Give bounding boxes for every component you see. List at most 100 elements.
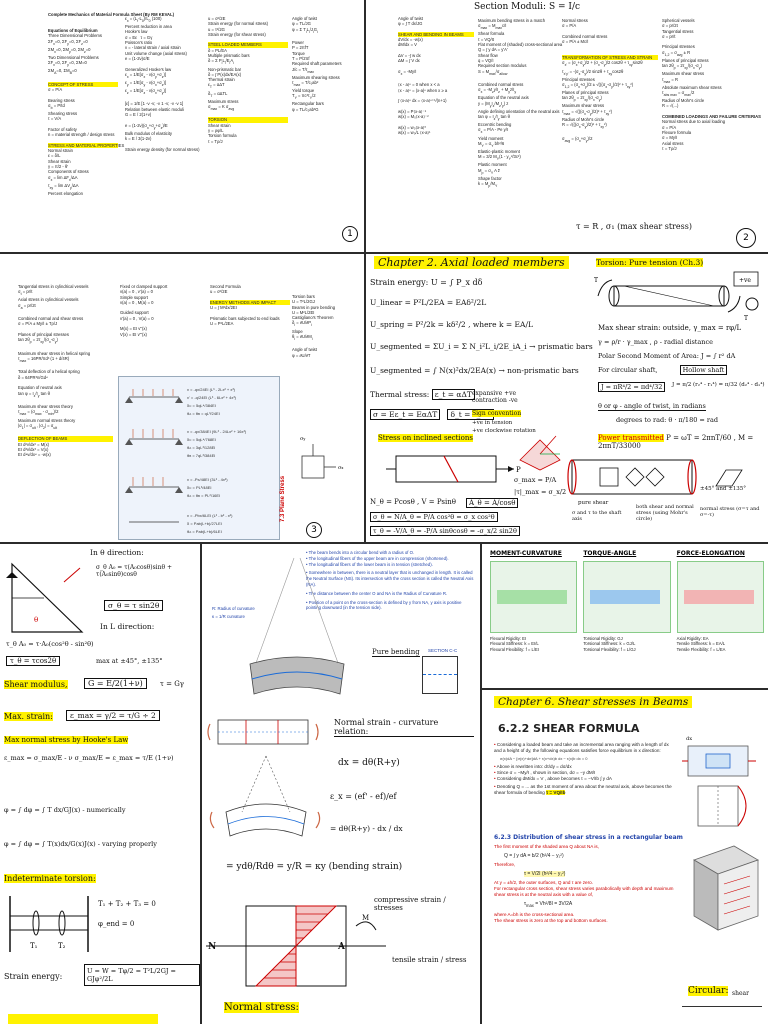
column-2: εx = (Lf-L0)/L0 (100) Percent reduction … bbox=[125, 16, 200, 152]
distribution-text: The first moment of the shaded area Q ab… bbox=[494, 844, 674, 923]
page-number-2: 2 bbox=[736, 228, 756, 248]
a-label: A bbox=[338, 942, 345, 952]
shear-label: shear bbox=[732, 990, 749, 997]
p3-column-2: Fixed or clamped support v(a) = 0 , v'(a… bbox=[120, 284, 168, 337]
l-eq-3: τ_θ A₀ = τ·A₀(cos²θ - sin²θ) bbox=[6, 640, 94, 648]
dx-eq: dx = dθ(R+y) bbox=[338, 758, 400, 768]
p3-column-4: Torsion bars U = T²L/2GJ Beams in pure b… bbox=[292, 294, 336, 358]
pure-shear-note: both shear and normal stress (using Mohr… bbox=[636, 504, 694, 522]
m-label: M bbox=[362, 914, 370, 922]
section-energy: ENERGY METHODS AND IMPACT bbox=[210, 299, 290, 306]
section-shear-bending: SHEAR AND BENDING IN BEAMS bbox=[398, 31, 474, 38]
sigma-theta-short: σ_θ = N/A_θ = P/A cos²θ = σ_x cos²θ bbox=[370, 512, 498, 522]
section-stress-material: STRESS AND MATERIAL PROPERTIES bbox=[48, 142, 125, 149]
section-c-label: SECTION C-C bbox=[428, 648, 458, 653]
g-eq: G = E/2(1+ν) bbox=[84, 678, 147, 689]
g-num: τ = Gγ bbox=[160, 680, 184, 688]
strain-energy-eq: U = W = Tφ/2 = T²L/2GJ = GJφ²/2L bbox=[84, 964, 200, 986]
max-at-note: max at ±45°, ±135° bbox=[96, 657, 163, 665]
sf-bullet-4: • Considering dM/dx = V , above becomes … bbox=[494, 776, 612, 781]
svg-text:+ve: +ve bbox=[739, 277, 751, 284]
section-deflection: DEFLECTION OF BEAMS bbox=[18, 436, 113, 442]
svg-text:δC = 5qL⁴/768EI: δC = 5qL⁴/768EI bbox=[187, 437, 216, 442]
plane-stress-element-sketch: σx σy bbox=[292, 426, 358, 506]
sign-convention-item-2: +ve clockwise rotation bbox=[472, 428, 536, 434]
normal-stress-note: normal stress (σ=τ and σ=-τ) bbox=[700, 506, 760, 518]
theta-direction-heading: In θ direction: bbox=[90, 548, 144, 557]
p3-column-1: Tangential stress in cylindrical vessels… bbox=[18, 284, 113, 457]
svg-text:T: T bbox=[744, 315, 748, 322]
bullet-3: • The longitudinal fibers of the lower b… bbox=[306, 561, 433, 567]
compressive-label: compressive strain / stresses bbox=[374, 896, 446, 912]
n-label: N bbox=[208, 942, 217, 952]
circular-shaft-label: For circular shaft, Hollow shaft bbox=[598, 365, 728, 375]
shear-formula-heading: 6.2.2 SHEAR FORMULA bbox=[498, 722, 640, 735]
svg-text:v = -Pbx/6LEI (L² - b² - x²): v = -Pbx/6LEI (L² - b² - x²) bbox=[187, 513, 233, 518]
section-c-rect bbox=[422, 656, 458, 694]
indeterminate-shaft-sketch: T₁ T₂ bbox=[9, 896, 89, 952]
shear-formula-bullets: • Considering a loaded beam and take an … bbox=[494, 742, 672, 795]
section-transformation: TRANSFORMATION OF STRESS AND STRAIN bbox=[562, 55, 658, 61]
highlight-strip bbox=[8, 1014, 158, 1024]
shear-element-sketch: dx bbox=[682, 736, 756, 777]
shaft-axis-note: σ and τ to the shaft axis bbox=[572, 510, 622, 522]
sf-bullet-5: • Denoting Q = ... as the 1st moment of … bbox=[494, 784, 672, 795]
sigma-max-eq: σ_max = P/A bbox=[514, 476, 557, 484]
tau-max-eq: |τ|_max = σ_x/2 bbox=[514, 488, 567, 496]
p2-column-2: Maximum bending stress in a match σmax =… bbox=[478, 18, 563, 188]
sign-convention-item-1: +ve in tension bbox=[472, 420, 513, 426]
svg-text:T₁: T₁ bbox=[30, 942, 38, 950]
beam-curvature-sketch bbox=[249, 557, 345, 695]
strain-eq: ε_x = (ef' - ef)/ef bbox=[330, 792, 397, 801]
l-eq-4: τ_θ = τcos2θ bbox=[6, 656, 61, 666]
deformed-beam-sketch bbox=[207, 719, 321, 837]
rigidity-columns: MOMENT-CURVATURE Flexural Rigidity: EI F… bbox=[490, 550, 764, 684]
section-torsion: TORSION bbox=[208, 117, 288, 123]
u-segmented-eq: U_segmented = ΣU_i = Σ N_i²L_i/2E_iA_i →… bbox=[370, 342, 593, 351]
tension-heading: Torsion: Pure tension (Ch.3) bbox=[596, 258, 704, 267]
bullet-4: • Somewhere in between, there is a neutr… bbox=[306, 570, 474, 587]
bending-strain-eq: = ydθ/Rdθ = y/R = κy (bending strain) bbox=[226, 862, 403, 872]
p2-column-1: Angle of twist φ = ∫ T dx/JG SHEAR AND B… bbox=[398, 16, 474, 135]
theta-eq-1: σ_θ A₀ = τ(A₀cosθ)sinθ + τ(A₀sinθ)cosθ bbox=[96, 564, 173, 578]
handwritten-pure-shear-notes: θ A₀cosθ In θ direction: σ_θ A₀ = τ(A₀co… bbox=[0, 544, 200, 1024]
thermal-eq-2: σ = Eε_t = EαΔT δ_t = ε_t L bbox=[370, 409, 494, 420]
inclined-section-sketch: P bbox=[386, 455, 521, 483]
j-hollow-eq: J = π/2 (r₂⁴ - r₁⁴) = π/32 (d₂⁴ - d₁⁴) bbox=[672, 382, 765, 388]
stress-inclined-heading: Stress on inclined sections bbox=[378, 434, 473, 442]
circular-label: Circular: bbox=[688, 986, 729, 996]
section-combined-loadings: COMBINED LOADINGS AND FAILURE CRITERIAS bbox=[662, 114, 761, 120]
max-normal-stress-label: Max normal stress by Hooke's Law bbox=[4, 736, 129, 744]
strain-energy-label-2: Strain energy: bbox=[4, 972, 63, 981]
degrees-to-rad: degrees to rad: θ · π/180 = rad bbox=[616, 416, 719, 424]
stress-distribution-sketch bbox=[206, 905, 386, 987]
theta-eq-2: σ_θ = τ sin2θ bbox=[104, 600, 164, 611]
svg-text:θB = 7qL³/384EI: θB = 7qL³/384EI bbox=[187, 453, 215, 458]
area-eq: A_θ = A/cosθ bbox=[466, 498, 519, 508]
rectangular-beam-3d-sketch bbox=[693, 845, 759, 931]
strain-energy-label: Strain energy: U = ∫ P_x dδ bbox=[370, 278, 483, 287]
handwritten-axial-torsion-notes: Chapter 2. Axial loaded members Torsion:… bbox=[366, 254, 768, 542]
curvature-label: κ = 1/R curvature bbox=[212, 614, 245, 619]
circular-sketch-edge bbox=[682, 1006, 762, 1021]
svg-text:dx: dx bbox=[686, 736, 692, 742]
svg-text:P: P bbox=[516, 466, 521, 474]
svg-text:θ: θ bbox=[34, 616, 38, 624]
sf-bullet-3: • Since σ = −My/I , shown in section, dσ… bbox=[494, 770, 596, 775]
svg-text:δC = 5qL⁴/384EI: δC = 5qL⁴/384EI bbox=[187, 403, 216, 408]
phi-eq-1: φ = ∫ dφ = ∫ T dx/GJ(x) - numerically bbox=[4, 806, 126, 814]
u-linear-eq: U_linear = P²L/2EA = EAδ²/2L bbox=[370, 298, 487, 307]
svg-text:θA = θB = PL²/16EI: θA = θB = PL²/16EI bbox=[187, 493, 220, 498]
tensile-label: tensile strain / stress bbox=[392, 956, 467, 964]
pure-shear-sketch bbox=[567, 459, 743, 495]
svg-text:v' = -q/24EI (L³ - 6Lx² + 4x³): v' = -q/24EI (L³ - 6Lx² + 4x³) bbox=[187, 395, 237, 400]
svg-text:δ = Pab(L+b)/27LEI: δ = Pab(L+b)/27LEI bbox=[187, 521, 222, 526]
radius-label: R: Radius of curvature bbox=[212, 606, 255, 611]
p3-column-3: Second Formula u = σ²/2E ENERGY METHODS … bbox=[210, 284, 290, 326]
section-moduli-heading: Section Moduli: S = I/c bbox=[474, 2, 581, 12]
shaft-torsion-sketch: +ve T T bbox=[594, 271, 759, 322]
tau-theta-short: τ_θ = -V/A_θ = -P/A sinθcosθ = -σ_x/2 si… bbox=[370, 526, 520, 536]
u-nonprismatic-eq: U_segmented = ∫ N(x)²dx/2EA(x) → non-pri… bbox=[370, 366, 579, 375]
bullet-2: • The longitudinal fibers of the upper b… bbox=[306, 555, 449, 561]
svg-text:θA = 3qL³/128EI: θA = 3qL³/128EI bbox=[187, 445, 215, 450]
